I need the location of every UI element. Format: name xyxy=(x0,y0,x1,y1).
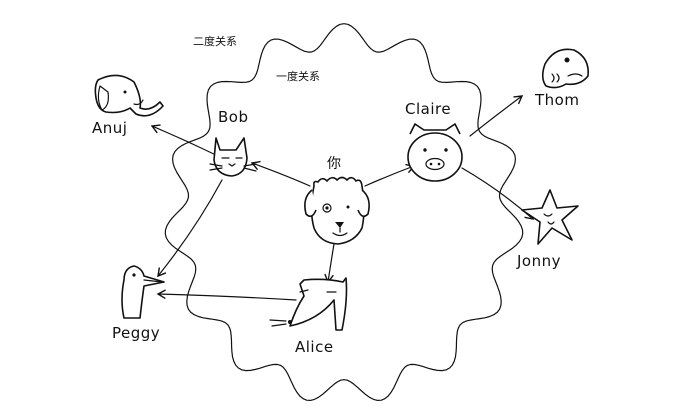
claire-pig-icon xyxy=(407,123,463,182)
first-degree-label: 一度关系 xyxy=(276,69,320,83)
you-dog-icon xyxy=(304,176,370,245)
second-degree-label: 二度关系 xyxy=(193,34,237,48)
thom-fish-icon xyxy=(541,48,590,89)
edge-bob-anuj xyxy=(150,124,219,157)
jonny-starfish-icon xyxy=(521,189,579,245)
bob-label: Bob xyxy=(218,108,249,126)
alice-label: Alice xyxy=(295,338,334,356)
anuj-label: Anuj xyxy=(92,119,127,137)
peggy-bird-icon xyxy=(121,265,165,319)
thom-label: Thom xyxy=(534,91,579,109)
edge-you-claire xyxy=(364,164,416,187)
bob-cat-icon xyxy=(209,137,257,177)
claire-label: Claire xyxy=(405,100,451,118)
edge-you-alice xyxy=(324,243,335,284)
edge-alice-peggy xyxy=(156,289,297,301)
edge-you-bob xyxy=(250,160,311,187)
jonny-label: Jonny xyxy=(516,252,561,270)
edge-claire-thom xyxy=(469,95,524,137)
anuj-elephant-icon xyxy=(94,74,164,117)
edge-bob-peggy xyxy=(157,179,223,278)
edge-claire-jonny xyxy=(461,167,535,220)
you-label: 你 xyxy=(327,156,342,172)
peggy-label: Peggy xyxy=(112,324,160,342)
first-degree-boundary xyxy=(164,23,524,401)
alice-fox-icon xyxy=(269,277,348,331)
